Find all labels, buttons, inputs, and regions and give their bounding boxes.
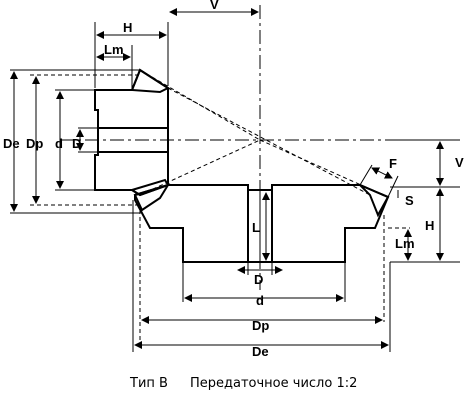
cone-line-upper (139, 69, 261, 141)
gear-tooth-left (133, 183, 171, 212)
label-d-left: d (55, 136, 63, 151)
gear-wheel (133, 183, 390, 263)
cone-line-lower (139, 139, 261, 196)
dim-F (371, 167, 393, 179)
label-V-right: V (455, 155, 464, 170)
pinion-tooth-top (130, 68, 171, 94)
label-Lm-top: Lm (104, 42, 124, 57)
label-De-bottom: De (252, 344, 269, 359)
label-Dp-left: Dp (26, 136, 43, 151)
pinion-bore (97, 127, 169, 153)
label-D-left: D (72, 136, 81, 151)
cone-line-mid (167, 87, 371, 196)
label-H-top: H (123, 20, 132, 35)
label-Dp-bottom: Dp (252, 318, 269, 333)
pinion-gear (94, 68, 171, 197)
label-d-bottom: d (256, 293, 264, 308)
label-Lm-right: Lm (395, 236, 415, 251)
label-H-right: H (425, 218, 434, 233)
cone-line-right (259, 139, 389, 198)
label-De-left: De (3, 136, 20, 151)
label-S: S (405, 193, 414, 208)
label-F: F (389, 156, 397, 171)
gear-tooth-right (359, 184, 390, 218)
label-V-top: V (210, 0, 219, 12)
label-D-bottom: D (254, 272, 263, 287)
caption-type: Тип В (129, 376, 168, 391)
caption-ratio: Передаточное число 1:2 (190, 376, 357, 391)
label-L: L (252, 220, 260, 235)
gear-body-left (134, 184, 249, 263)
